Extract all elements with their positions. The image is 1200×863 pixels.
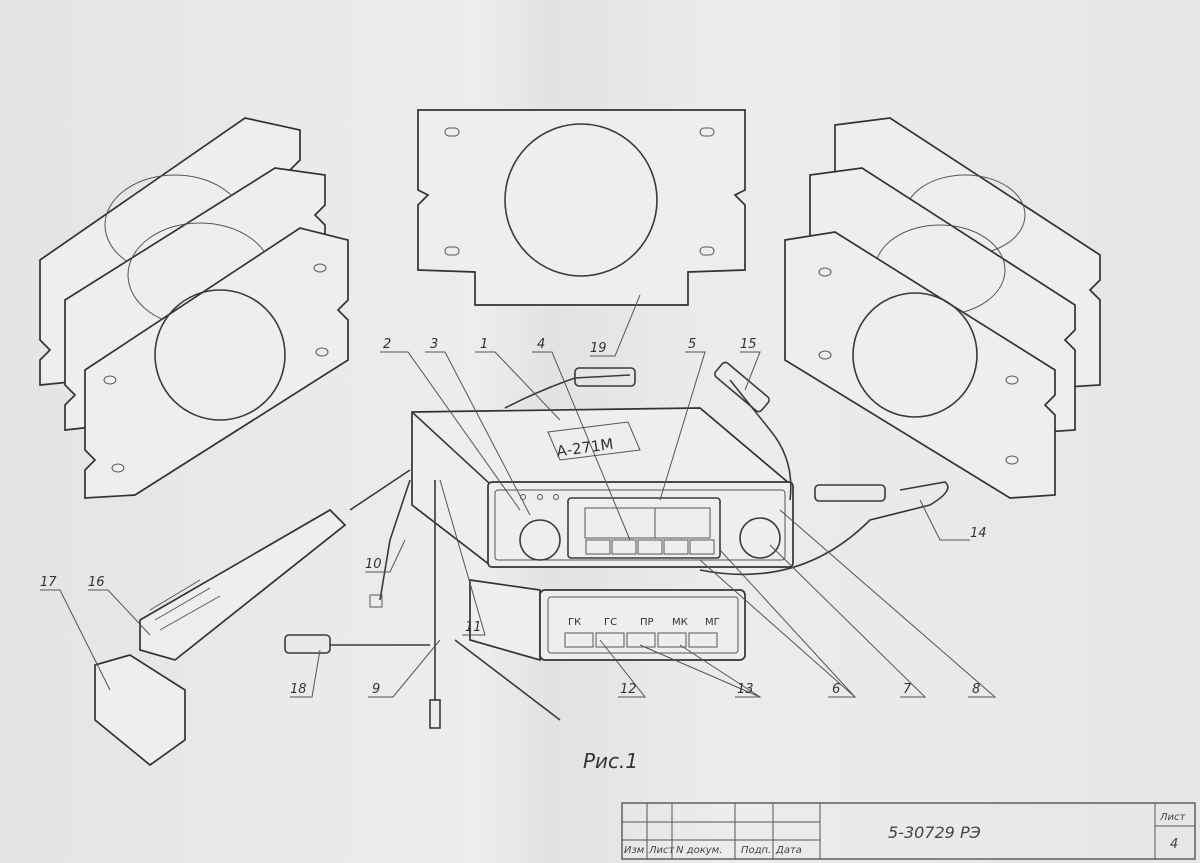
callout-14: 14 bbox=[970, 526, 987, 541]
cables-and-connectors bbox=[94, 361, 949, 767]
col-date: Дата bbox=[775, 845, 802, 856]
callout-11: 11 bbox=[465, 620, 482, 635]
col-izm: Изм bbox=[624, 845, 645, 856]
sheet-number: 4 bbox=[1170, 837, 1178, 852]
callout-3: 3 bbox=[430, 337, 438, 352]
col-sign: Подп. bbox=[741, 845, 771, 856]
callout-4: 4 bbox=[537, 337, 545, 352]
callout-7: 7 bbox=[903, 682, 912, 697]
col-doc: N докум. bbox=[676, 845, 722, 856]
button-mark-gs: ГС bbox=[604, 617, 617, 628]
callout-6: 6 bbox=[832, 682, 840, 697]
sheet-label: Лист bbox=[1159, 812, 1187, 823]
callout-13: 13 bbox=[737, 682, 754, 697]
title-block: Изм Лист N докум. Подп. Дата 5-30729 РЭ … bbox=[621, 802, 1196, 860]
callout-12: 12 bbox=[620, 682, 637, 697]
callout-5: 5 bbox=[688, 337, 696, 352]
callout-10: 10 bbox=[365, 557, 382, 572]
callout-1: 1 bbox=[480, 337, 488, 352]
button-mark-gk: ГК bbox=[568, 617, 581, 628]
col-list: Лист bbox=[648, 845, 676, 856]
button-mark-mk: МК bbox=[672, 617, 688, 628]
callout-16: 16 bbox=[88, 575, 105, 590]
callout-2: 2 bbox=[383, 337, 391, 352]
callout-8: 8 bbox=[972, 682, 980, 697]
callout-9: 9 bbox=[372, 682, 380, 697]
radio-preset-buttons bbox=[585, 539, 715, 555]
callout-15: 15 bbox=[740, 337, 757, 352]
callout-numbers: 2 3 1 4 19 5 15 14 10 11 12 13 6 7 8 9 1… bbox=[40, 337, 987, 697]
button-mark-pr: ПР bbox=[640, 617, 654, 628]
radio-receiver: А-271М bbox=[411, 407, 794, 568]
left-speaker-brackets bbox=[39, 117, 349, 499]
document-code: 5-30729 РЭ bbox=[888, 823, 981, 842]
figure-caption: Рис.1 bbox=[583, 749, 638, 773]
button-mark-mg: МГ bbox=[705, 617, 720, 628]
callout-18: 18 bbox=[290, 682, 307, 697]
band-switch-unit: ГК ГС ПР МК МГ bbox=[469, 579, 746, 662]
callout-17: 17 bbox=[40, 575, 57, 590]
callout-19: 19 bbox=[590, 341, 607, 356]
leader-lines bbox=[40, 294, 997, 698]
right-speaker-brackets bbox=[784, 117, 1101, 499]
center-speaker-bracket bbox=[417, 109, 746, 306]
